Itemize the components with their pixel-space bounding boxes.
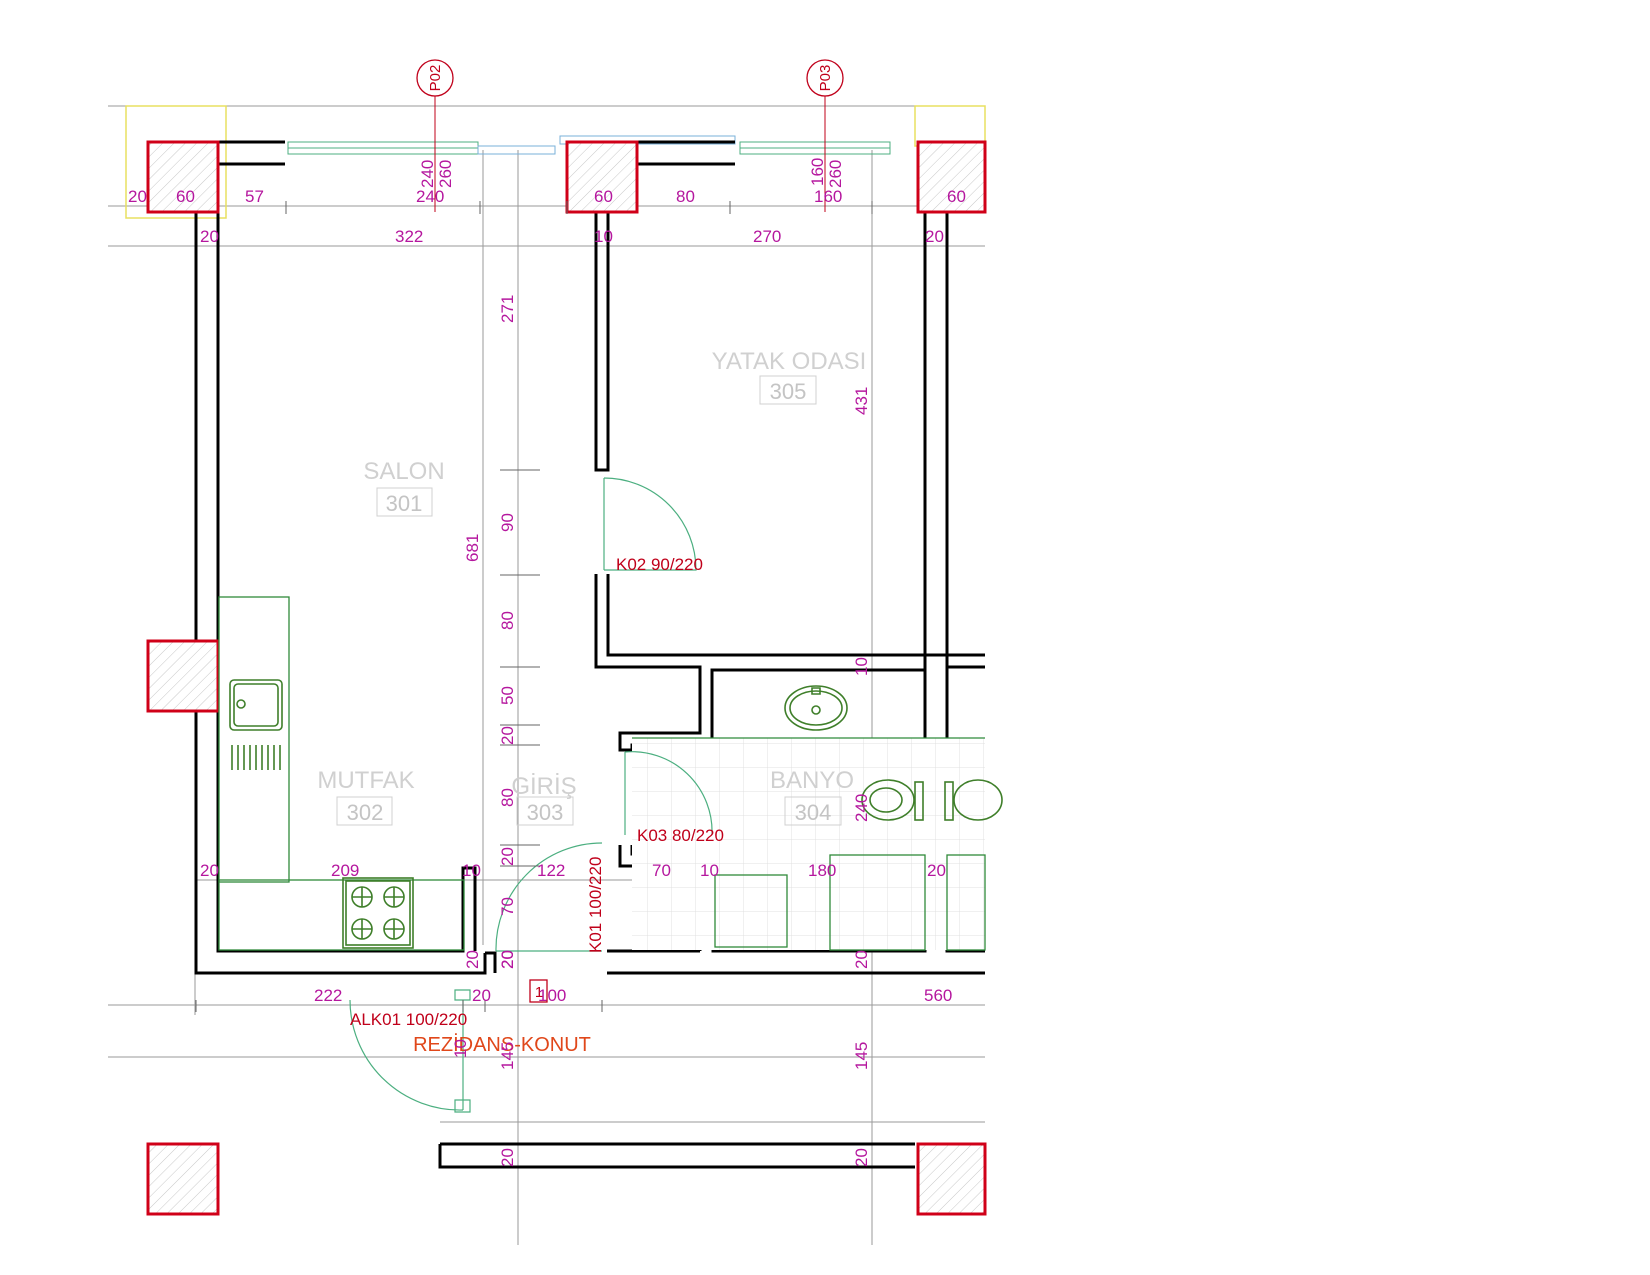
dim-window-160: 160 xyxy=(808,158,827,186)
dim-v-70: 70 xyxy=(498,897,517,916)
dim-v-20b: 20 xyxy=(498,847,517,866)
dim-bottom-20c: 20 xyxy=(472,986,491,1005)
dim-window-260: 260 xyxy=(436,160,455,188)
dim-top-60b: 60 xyxy=(594,187,613,206)
dim-v-145b: 145 xyxy=(852,1042,871,1070)
room-number-yatak-odasi: 305 xyxy=(770,379,807,404)
dim-top-160: 160 xyxy=(814,187,842,206)
dim-top-60c: 60 xyxy=(947,187,966,206)
dim-mid-20a: 20 xyxy=(200,861,219,880)
dim-mid-10a: 10 xyxy=(462,861,481,880)
door-label-alk01: ALK01 100/220 xyxy=(350,1010,467,1029)
structural-columns xyxy=(146,140,987,1216)
dim-second-322: 322 xyxy=(395,227,423,246)
dim-v-271: 271 xyxy=(498,295,517,323)
bathroom-fixtures xyxy=(632,685,1003,951)
dim-bottom-10: 10 xyxy=(451,1039,470,1058)
dim-mid-70: 70 xyxy=(652,861,671,880)
room-number-giris: 303 xyxy=(527,800,564,825)
dim-v-145a: 145 xyxy=(498,1042,517,1070)
dim-mid-209: 209 xyxy=(331,861,359,880)
dim-bottom-100: 100 xyxy=(538,986,566,1005)
dimensions-middle: 20 209 10 122 70 10 180 20 xyxy=(200,861,946,880)
dim-v-681: 681 xyxy=(463,534,482,562)
dimensions-top: 20 60 57 240 240 260 60 80 160 160 260 6… xyxy=(128,158,966,206)
dim-v-20d: 20 xyxy=(852,950,871,969)
dimensions-second: 20 322 10 270 20 xyxy=(200,227,944,246)
room-name-mutfak: MUTFAK xyxy=(317,767,414,794)
dim-top-57: 57 xyxy=(245,187,264,206)
dim-bottom-20a: 20 xyxy=(463,950,482,969)
room-number-salon: 301 xyxy=(386,491,423,516)
door-label-k02: K02 90/220 xyxy=(616,555,703,574)
door-label-k01: K01 100/220 xyxy=(586,857,605,953)
room-number-mutfak: 302 xyxy=(347,800,384,825)
dim-window-240: 240 xyxy=(418,160,437,188)
door-swings xyxy=(349,477,713,1113)
dim-v-240: 240 xyxy=(852,794,871,822)
dimension-ticks xyxy=(195,201,873,1012)
grid-marker-p02: P02 xyxy=(427,65,444,92)
dim-mid-122: 122 xyxy=(537,861,565,880)
section-mark: 1 xyxy=(535,984,543,1001)
dim-top-240: 240 xyxy=(416,187,444,206)
dim-v-80a: 80 xyxy=(498,611,517,630)
dim-v-431: 431 xyxy=(852,387,871,415)
grid-marker-p03: P03 xyxy=(817,65,834,92)
room-labels: SALON 301 YATAK ODASI 305 MUTFAK 302 GİR… xyxy=(317,348,867,826)
door-labels: K02 90/220 K03 80/220 K01 100/220 ALK01 … xyxy=(350,555,724,1029)
dimensions-bottom: 20 20 222 20 100 560 10 xyxy=(314,950,952,1058)
room-name-banyo: BANYO xyxy=(770,767,854,794)
dim-v-20f: 20 xyxy=(852,1148,871,1167)
dim-top-80: 80 xyxy=(676,187,695,206)
dim-v-50: 50 xyxy=(498,686,517,705)
dim-window-260b: 260 xyxy=(826,160,845,188)
dim-mid-20b: 20 xyxy=(927,861,946,880)
dim-top-60a: 60 xyxy=(176,187,195,206)
dim-second-270: 270 xyxy=(753,227,781,246)
dim-mid-180: 180 xyxy=(808,861,836,880)
dim-v-80b: 80 xyxy=(498,788,517,807)
door-label-k03: K03 80/220 xyxy=(637,826,724,845)
room-name-salon: SALON xyxy=(363,458,444,485)
dim-v-20a: 20 xyxy=(498,726,517,745)
room-number-banyo: 304 xyxy=(795,800,832,825)
dim-top-20: 20 xyxy=(128,187,147,206)
dim-second-20b: 20 xyxy=(925,227,944,246)
dim-v-20c: 20 xyxy=(498,950,517,969)
dimensions-vertical: 271 681 431 90 80 50 20 80 20 70 20 10 2… xyxy=(463,295,871,1167)
dim-second-20a: 20 xyxy=(200,227,219,246)
dim-v-90: 90 xyxy=(498,513,517,532)
dim-bottom-20b: 20 xyxy=(498,950,517,969)
grid-markers: P02 P03 xyxy=(416,59,844,212)
room-name-yatak-odasi: YATAK ODASI xyxy=(712,348,867,375)
dim-v-10: 10 xyxy=(852,657,871,676)
dim-v-20e: 20 xyxy=(498,1148,517,1167)
dim-mid-10b: 10 xyxy=(700,861,719,880)
window-frames xyxy=(287,135,891,155)
dim-bottom-222: 222 xyxy=(314,986,342,1005)
dim-bottom-560: 560 xyxy=(924,986,952,1005)
kitchen-fixtures xyxy=(218,596,465,951)
room-name-giris: GİRİŞ xyxy=(511,773,576,800)
section-mark-box xyxy=(529,979,548,1003)
walls xyxy=(194,140,985,1169)
plan-caption: REZİDANS-KONUT xyxy=(413,1033,591,1056)
dim-second-10: 10 xyxy=(594,227,613,246)
